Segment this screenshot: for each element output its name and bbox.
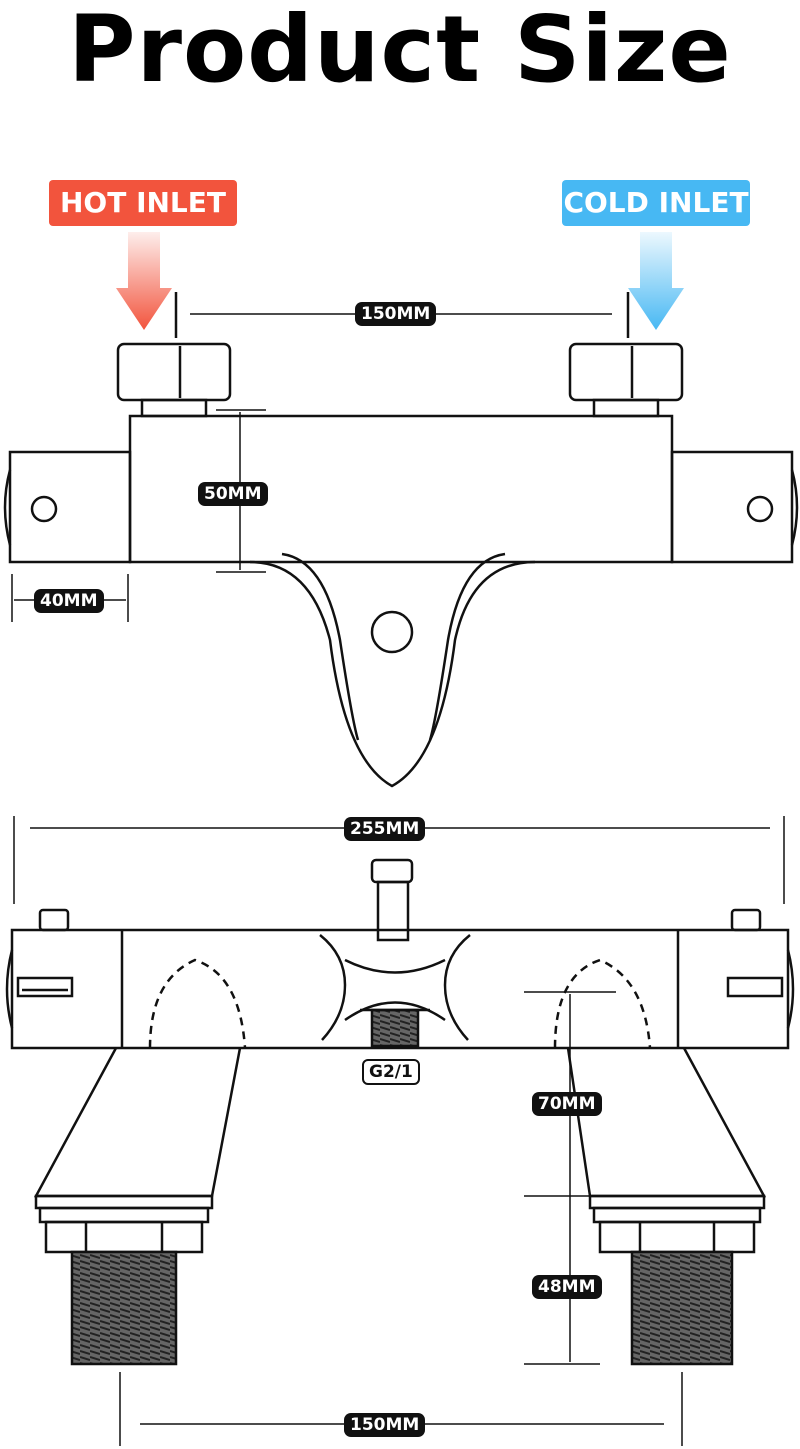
right-leg bbox=[566, 1047, 767, 1198]
outlet-thread bbox=[370, 1008, 420, 1048]
diverter-knob bbox=[370, 858, 414, 884]
hot-inlet-label: HOT INLET bbox=[49, 180, 237, 226]
total-length-dimension: 255MM bbox=[344, 817, 426, 841]
cold-inlet-nut bbox=[568, 342, 684, 402]
cold-arrow-icon bbox=[628, 232, 684, 330]
left-thread bbox=[70, 1250, 178, 1366]
outlet-thread-label: G2/1 bbox=[362, 1059, 420, 1085]
page-title: Product Size bbox=[68, 0, 732, 103]
end-width-dimension: 40MM bbox=[34, 589, 104, 613]
inlet-spacing-dimension: 150MM bbox=[355, 302, 437, 326]
leg-spacing-dimension: 150MM bbox=[344, 1413, 426, 1437]
handle-depth-dimension: 70MM bbox=[532, 1092, 602, 1116]
cold-inlet-label: COLD INLET bbox=[562, 180, 750, 226]
left-leg bbox=[33, 1047, 242, 1198]
right-thread bbox=[630, 1250, 734, 1366]
body-height-dimension: 50MM bbox=[198, 482, 268, 506]
spout bbox=[249, 560, 536, 788]
hot-inlet-nut bbox=[116, 342, 232, 402]
hot-arrow-icon bbox=[116, 232, 172, 330]
thread-height-dimension: 48MM bbox=[532, 1275, 602, 1299]
faucet-body-front bbox=[10, 928, 790, 1050]
